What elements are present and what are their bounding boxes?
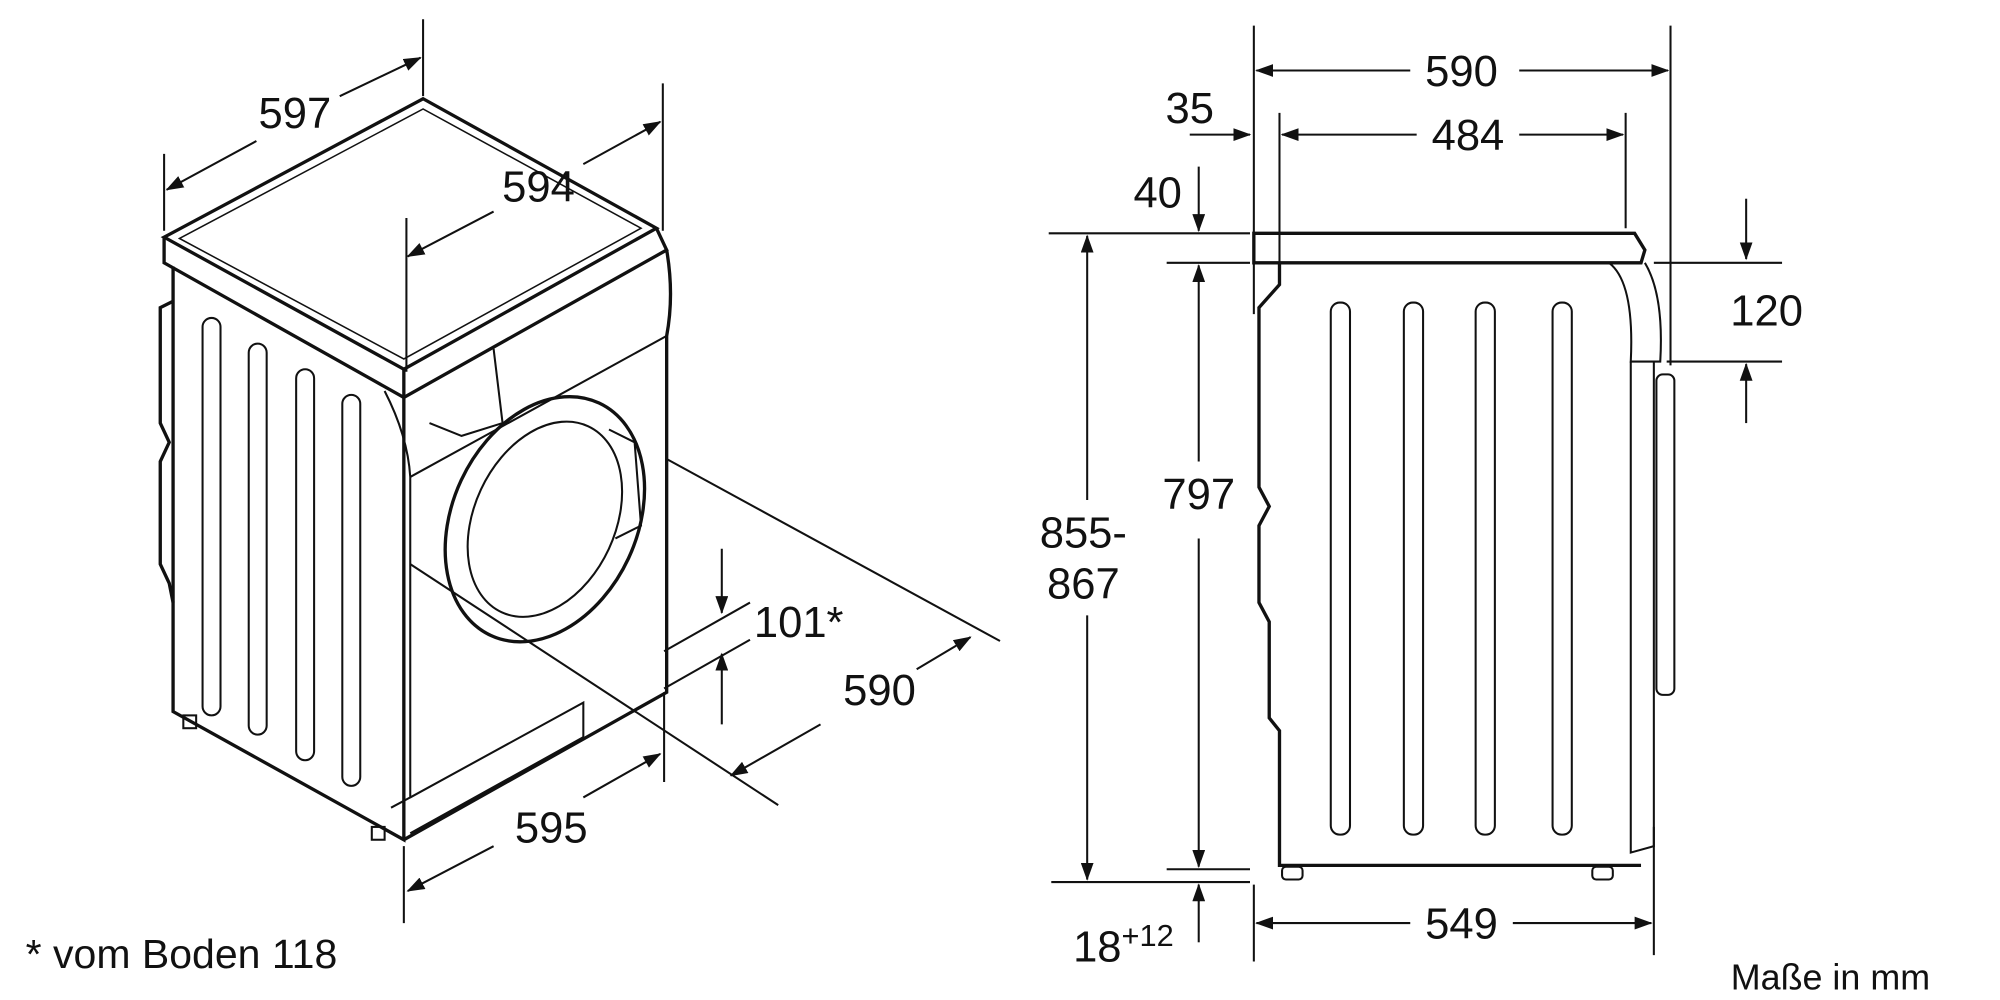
side-dimensions: 590 484 35 40 855- 867 797 120 18+12 549 — [1040, 25, 1803, 972]
washer-isometric — [158, 96, 673, 843]
dim-120: 120 — [1730, 288, 1803, 336]
dim-855: 855- — [1040, 509, 1127, 557]
dim-590-side: 590 — [1425, 48, 1498, 96]
dim-35: 35 — [1166, 85, 1214, 133]
dim-101: 101* — [754, 599, 844, 647]
dim-40: 40 — [1133, 170, 1181, 218]
dim-797: 797 — [1162, 471, 1235, 519]
dim-594: 594 — [502, 163, 575, 211]
dim-590-door: 590 — [843, 667, 916, 715]
footnote: * vom Boden 118 — [26, 931, 338, 977]
dim-549: 549 — [1425, 900, 1498, 948]
dim-597: 597 — [259, 90, 332, 138]
units-note: Maße in mm — [1731, 958, 1930, 998]
dim-595: 595 — [515, 804, 588, 852]
dim-484: 484 — [1432, 112, 1505, 160]
washer-side-view — [1252, 231, 1676, 881]
dim-18: 18+12 — [1073, 918, 1174, 971]
left-dimensions: 597 594 595 590 101* — [163, 19, 1001, 924]
dim-867: 867 — [1047, 561, 1120, 609]
